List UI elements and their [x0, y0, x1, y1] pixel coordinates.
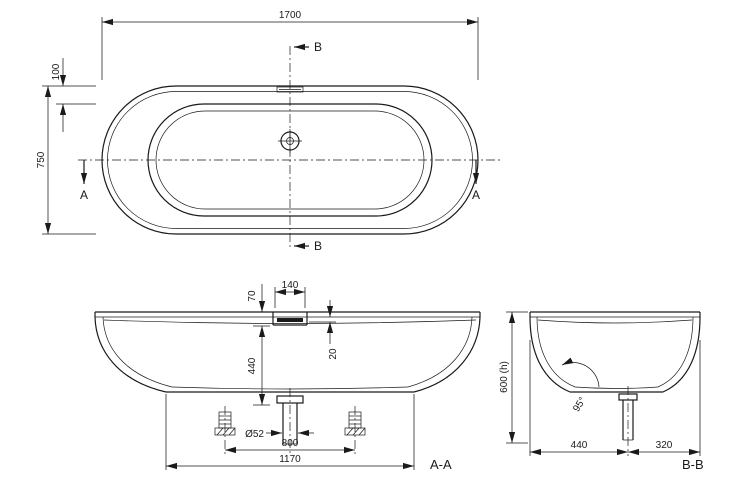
aa-dim-depth: 440: [247, 357, 258, 374]
section-aa-label: A-A: [430, 457, 452, 472]
angle-arc: [561, 357, 600, 388]
plan-dimensions: 1700 750 100 A A B B: [36, 10, 480, 253]
bb-dim-angle: 95°: [571, 395, 588, 414]
foot-left: [214, 406, 236, 455]
section-marker-b-bottom: B: [314, 239, 322, 253]
aa-dim-base-length: 1170: [279, 454, 301, 465]
section-marker-a-left: A: [80, 188, 88, 202]
wall-outer-back: [662, 316, 701, 393]
foot-right: [344, 406, 366, 455]
section-bb-label: B-B: [682, 457, 704, 472]
section-aa-view: [94, 311, 481, 455]
section-marker-a-right: A: [472, 188, 480, 202]
wall-outer-right: [413, 316, 481, 393]
section-aa-dimensions: 140 70 440 20 Ø52 800 1170 A-A: [165, 280, 452, 472]
plan-dim-length: 1700: [279, 10, 302, 21]
bb-dim-front: 440: [571, 440, 588, 451]
section-marker-b-top: B: [314, 40, 322, 54]
aa-dim-feet-spacing: 800: [282, 438, 299, 449]
aa-dim-slot: 20: [328, 348, 339, 360]
bb-dim-height: 600 (h): [499, 361, 510, 393]
drain-section: [276, 388, 304, 455]
section-bb-dimensions: 600 (h) 95° 440 320 B-B: [499, 311, 704, 472]
plan-view: [78, 46, 502, 250]
plan-dim-offset: 100: [51, 63, 62, 80]
section-bb-view: [529, 311, 701, 456]
aa-dim-overflow-height: 70: [247, 290, 258, 302]
drain-section-bb: [618, 386, 638, 456]
aa-dim-drain: Ø52: [245, 429, 264, 440]
wall-outer-front: [529, 316, 571, 393]
plan-dim-width: 750: [36, 151, 47, 168]
bb-dim-back: 320: [656, 440, 673, 451]
wall-outer-left: [94, 316, 167, 393]
aa-dim-overflow-width: 140: [282, 280, 299, 291]
overflow-section: [272, 312, 308, 326]
